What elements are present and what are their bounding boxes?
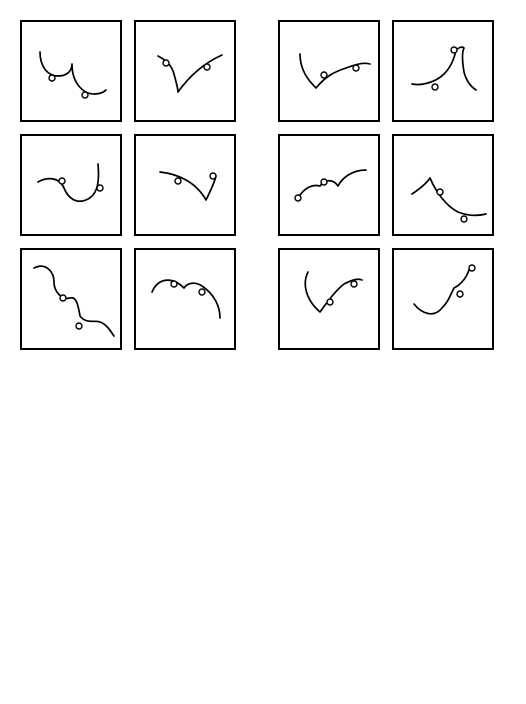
glyph-double-arc xyxy=(39,51,107,99)
glyph-u-rising-arc xyxy=(299,53,371,89)
glyph-checkmark xyxy=(159,171,217,201)
glyph-card-l3[interactable] xyxy=(20,134,122,236)
glyph-cup-with-loops xyxy=(413,264,476,315)
glyph-card-l6[interactable] xyxy=(134,248,236,350)
glyph-card-r2[interactable] xyxy=(392,20,494,122)
glyph-card-r1[interactable] xyxy=(278,20,380,122)
glyph-v-shape xyxy=(157,54,223,93)
glyph-hooked-curve xyxy=(37,163,104,203)
glyph-card-r6[interactable] xyxy=(392,248,494,350)
glyph-peaked-curve xyxy=(411,46,477,91)
glyph-hooked-descent xyxy=(411,177,487,223)
glyph-card-l1[interactable] xyxy=(20,20,122,122)
glyph-card-l4[interactable] xyxy=(134,134,236,236)
glyph-card-r3[interactable] xyxy=(278,134,380,236)
glyph-card-l2[interactable] xyxy=(134,20,236,122)
glyph-card-r4[interactable] xyxy=(392,134,494,236)
glyph-wavy-line xyxy=(33,265,115,337)
glyph-double-hump xyxy=(151,279,221,319)
glyph-hump-with-loop xyxy=(294,169,367,202)
glyph-card-l5[interactable] xyxy=(20,248,122,350)
glyph-card-r5[interactable] xyxy=(278,248,380,350)
glyph-v-with-loops xyxy=(304,271,363,313)
